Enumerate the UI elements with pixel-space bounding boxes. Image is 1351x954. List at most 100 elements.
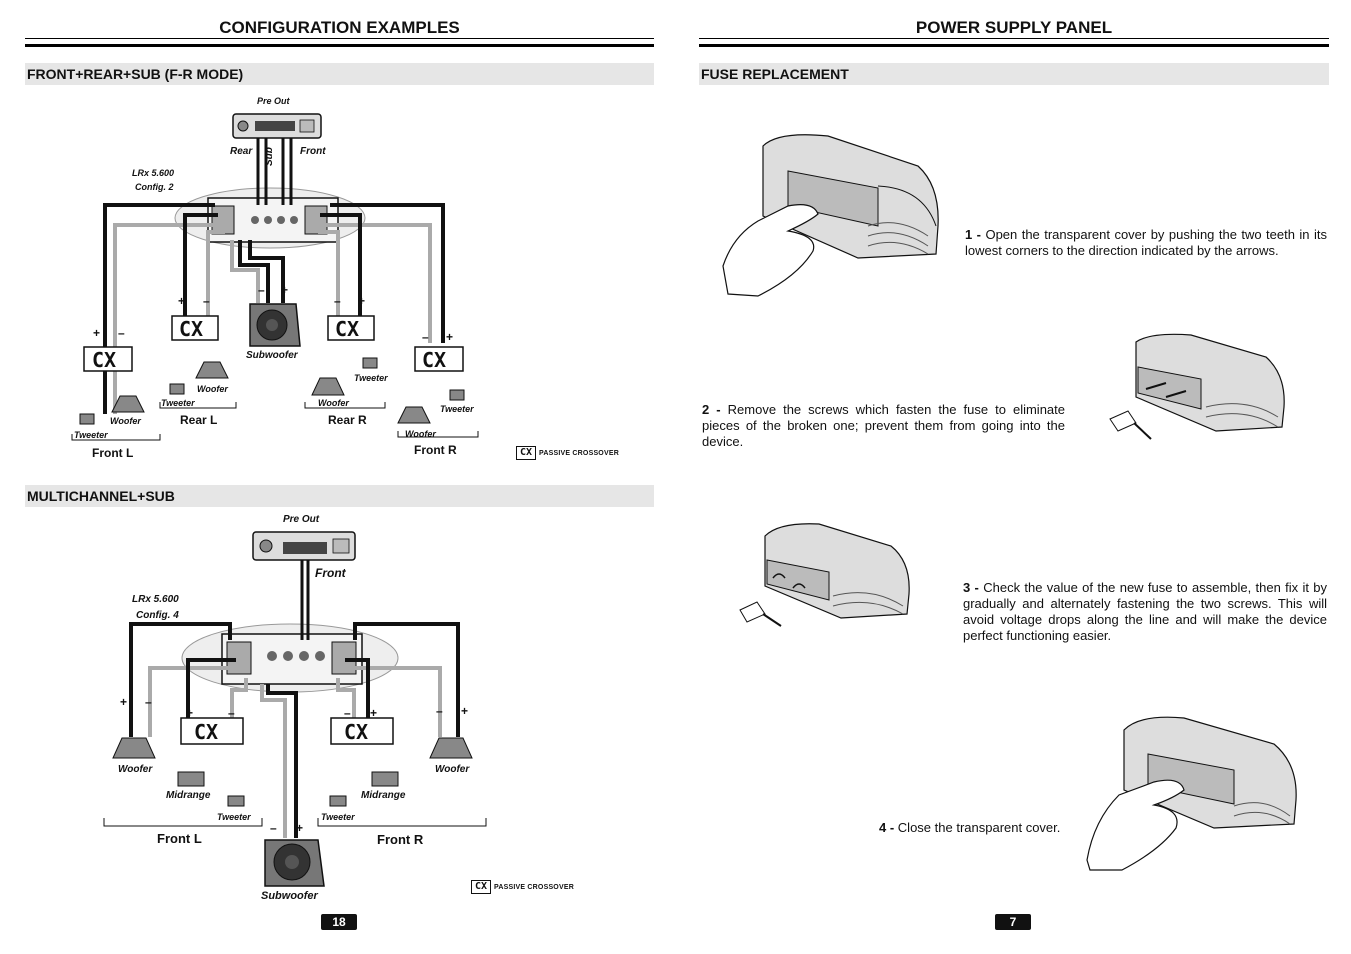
legend-text: PASSIVE CROSSOVER [494, 883, 574, 891]
midrange-label: Midrange [166, 790, 211, 801]
tweeter-icon [329, 795, 347, 807]
woofer-icon [195, 361, 229, 379]
polarity-plus: + [358, 294, 365, 308]
front-r-label: Front R [414, 443, 457, 457]
step-2-text: 2 - Remove the screws which fasten the f… [702, 402, 1065, 450]
polarity-minus: – [228, 706, 235, 720]
polarity-minus: – [270, 821, 277, 835]
step-1-text: 1 - Open the transparent cover by pushin… [965, 227, 1327, 259]
fuse-step2-illustration [1109, 333, 1285, 440]
pre-out-label: Pre Out [257, 96, 291, 106]
front-label: Front [315, 566, 347, 580]
midrange-label: Midrange [361, 790, 406, 801]
polarity-minus: – [344, 706, 351, 720]
passive-crossover-legend-1: CX PASSIVE CROSSOVER [516, 446, 619, 460]
rear-r-label: Rear R [328, 413, 367, 427]
tweeter-icon [449, 389, 465, 401]
polarity-plus: + [120, 695, 127, 709]
polarity-minus: – [258, 283, 265, 297]
polarity-minus: – [422, 330, 429, 344]
front-l-label: Front L [92, 446, 133, 460]
polarity-minus: – [436, 704, 443, 718]
woofer-icon [112, 737, 156, 759]
midrange-icon [177, 771, 205, 787]
section-front-rear-sub-heading: FRONT+REAR+SUB (F-R MODE) [25, 63, 654, 85]
polarity-minus: – [145, 695, 152, 709]
hand-icon [722, 204, 819, 297]
polarity-minus: – [203, 294, 210, 308]
screwdriver-icon [739, 601, 766, 623]
step-3-number: 3 - [963, 580, 979, 595]
subwoofer-label: Subwoofer [261, 890, 319, 902]
fuse-step4-illustration [1086, 716, 1297, 871]
multichannel-sub-wiring-diagram: Pre Out Front LRx 5.600 Config. 4 CX CX … [103, 514, 487, 902]
right-page-title: POWER SUPPLY PANEL [915, 18, 1113, 37]
step-4-text: 4 - Close the transparent cover. [879, 820, 1079, 836]
head-unit-2 [252, 531, 356, 561]
woofer-label: Woofer [118, 764, 153, 775]
left-page-title: CONFIGURATION EXAMPLES [219, 18, 460, 37]
woofer-icon [111, 395, 145, 413]
step-3-text: 3 - Check the value of the new fuse to a… [963, 580, 1327, 644]
polarity-plus: + [186, 706, 193, 720]
left-title-rule [25, 38, 654, 47]
woofer-icon [311, 377, 345, 396]
fuse-step1-illustration [722, 134, 939, 297]
woofer-label: Woofer [110, 416, 141, 426]
subwoofer-icon [264, 839, 325, 887]
hand-icon [1086, 779, 1185, 871]
front-label: Front [300, 146, 326, 157]
step-4-number: 4 - [879, 820, 895, 835]
cx-rear-r: CX [335, 317, 359, 341]
step-2-body: Remove the screws which fasten the fuse … [702, 402, 1065, 449]
left-page-number: 18 [321, 914, 357, 930]
subwoofer-label: Subwoofer [246, 350, 299, 361]
right-title-rule [699, 38, 1329, 47]
legend-cx-box: CX [516, 446, 537, 460]
woofer-icon [397, 406, 431, 424]
woofer-label: Woofer [197, 384, 228, 394]
cx-front-l: CX [194, 720, 218, 744]
polarity-plus: + [461, 704, 468, 718]
head-unit-1 [232, 113, 322, 139]
section-multichannel-heading: MULTICHANNEL+SUB [25, 485, 654, 507]
midrange-icon [371, 771, 399, 787]
step-1-body: Open the transparent cover by pushing th… [965, 227, 1327, 258]
screwdriver-icon [1109, 410, 1137, 432]
polarity-plus: + [296, 821, 303, 835]
polarity-plus: + [93, 326, 100, 340]
tweeter-icon [227, 795, 245, 807]
tweeter-label: Tweeter [74, 430, 108, 440]
legend-cx-box: CX [471, 880, 492, 894]
tweeter-label: Tweeter [440, 404, 474, 414]
front-l-label: Front L [157, 831, 202, 846]
woofer-icon [429, 737, 473, 759]
cx-front-l: CX [92, 348, 116, 372]
tweeter-label: Tweeter [354, 373, 388, 383]
tweeter-icon [362, 357, 378, 369]
polarity-minus: – [334, 294, 341, 308]
sub-label: Sub [264, 147, 275, 166]
amp-model-label: LRx 5.600 [132, 594, 179, 605]
cx-rear-l: CX [179, 317, 203, 341]
rear-l-label: Rear L [180, 413, 217, 427]
tweeter-icon [79, 413, 95, 425]
tweeter-label: Tweeter [321, 812, 355, 822]
polarity-plus: + [178, 294, 185, 308]
step-3-body: Check the value of the new fuse to assem… [963, 580, 1328, 643]
step-1-number: 1 - [965, 227, 982, 242]
step-4-body: Close the transparent cover. [897, 820, 1061, 835]
woofer-label: Woofer [318, 398, 349, 408]
woofer-label: Woofer [405, 429, 436, 439]
subwoofer-icon [249, 303, 301, 347]
fuse-step3-illustration [739, 523, 910, 627]
tweeter-icon [169, 383, 185, 395]
polarity-plus: + [446, 330, 453, 344]
pre-out-label: Pre Out [283, 514, 320, 525]
legend-text: PASSIVE CROSSOVER [539, 449, 619, 457]
polarity-plus: + [281, 283, 288, 297]
amp-config-label: Config. 2 [135, 182, 174, 192]
amp-config-label: Config. 4 [136, 610, 179, 621]
right-page-number: 7 [995, 914, 1031, 930]
front-r-label: Front R [377, 832, 424, 847]
